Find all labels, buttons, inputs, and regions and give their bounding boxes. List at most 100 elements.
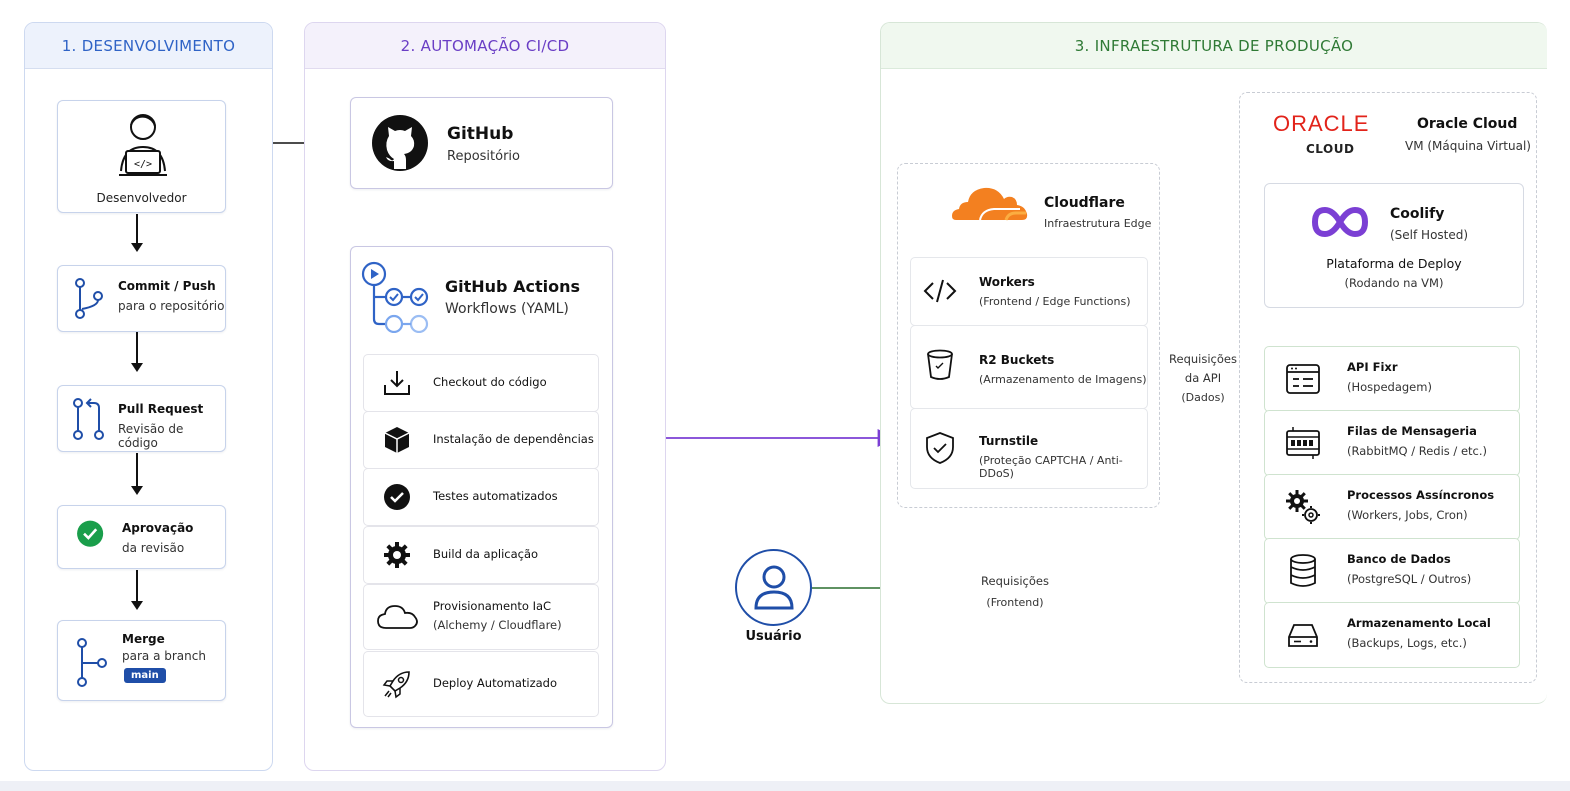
code-icon [923,279,957,303]
check-icon [384,484,410,510]
oracle-logo: ORACLE [1273,111,1370,136]
dev-arrow-4 [136,570,138,602]
merge-step-title: Merge [122,632,165,646]
frontend-note-line1: Requisições [981,574,1049,588]
github-actions-icon [361,261,429,333]
user-avatar [735,549,812,626]
oracle-cloud-card: ORACLE CLOUD Oracle Cloud VM (Máquina Vi… [1239,92,1537,683]
github-actions-title: GitHub Actions [445,277,580,296]
cloud-icon [377,605,418,629]
action-label-build: Build da aplicação [433,547,539,561]
hard-drive-icon [1288,624,1318,647]
download-icon [384,371,410,395]
dev-arrow-3 [136,453,138,487]
github-actions-subtitle: Workflows (YAML) [445,301,569,317]
api-window-icon [1286,364,1320,394]
shield-icon [926,432,954,464]
coolify-line2: (Rodando na VM) [1344,276,1444,290]
merge-step-subtitle: para a branch [122,649,206,663]
action-item-build: Build da aplicação [363,526,599,584]
merge-step-card: Merge para a branch main [57,620,226,701]
dev-arrow-2 [136,332,138,364]
action-label-dependencies: Instalação de dependências [433,432,594,446]
service-async-subtitle: (Workers, Jobs, Cron) [1347,508,1468,522]
action-label-deploy: Deploy Automatizado [433,676,557,690]
pull-request-step-title: Pull Request [118,402,204,416]
dev-arrowhead-1 [131,243,143,252]
r2-subtitle: (Armazenamento de Imagens) [979,373,1147,386]
oracle-subtitle: VM (Máquina Virtual) [1405,139,1531,153]
api-note-line2: da API [1184,371,1222,385]
pull-request-step-card: Pull Request Revisão de código [57,385,226,452]
gear-icon [384,542,410,568]
service-queues: Filas de Mensageria (RabbitMQ / Redis / … [1264,410,1520,476]
cloudflare-subtitle: Infraestrutura Edge [1044,217,1152,230]
action-item-iac: Provisionamento IaC (Alchemy / Cloudflar… [363,584,599,650]
database-icon [1290,554,1316,587]
frontend-note-line2: (Frontend) [986,596,1044,609]
pull-request-icon [73,398,104,440]
service-queues-title: Filas de Mensageria [1347,424,1477,438]
service-async-title: Processos Assíncronos [1347,488,1495,502]
action-label-checkout: Checkout do código [433,375,547,389]
workers-title: Workers [979,275,1035,289]
cloudflare-title: Cloudflare [1044,195,1125,211]
git-commit-icon [75,278,103,319]
commit-step-title: Commit / Push [118,279,216,293]
cf-item-r2: R2 Buckets (Armazenamento de Imagens) [910,325,1148,409]
turnstile-subtitle: (Proteção CAPTCHA / Anti-DDoS) [979,454,1123,480]
user-label: Usuário [745,629,802,644]
coolify-logo-icon [1311,206,1369,238]
service-api-title: API Fixr [1347,360,1398,374]
dev-arrowhead-3 [131,486,143,495]
dev-arrowhead-2 [131,363,143,372]
cloudflare-logo-icon [952,187,1028,221]
main-branch-badge: main [124,668,166,683]
service-storage-subtitle: (Backups, Logs, etc.) [1347,636,1467,650]
coolify-title: Coolify [1390,206,1445,222]
dev-arrow-1 [136,214,138,244]
service-database: Banco de Dados (PostgreSQL / Outros) [1264,538,1520,604]
commit-step-card: Commit / Push para o repositório [57,265,226,332]
workers-subtitle: (Frontend / Edge Functions) [979,295,1131,308]
action-item-deploy: Deploy Automatizado [363,651,599,717]
user-icon [754,565,794,610]
github-card: GitHub Repositório [350,97,613,189]
action-label-iac: Provisionamento IaC [433,599,552,613]
github-subtitle: Repositório [447,149,520,164]
package-icon [384,427,410,453]
approval-step-card: Aprovação da revisão [57,505,226,569]
action-item-tests: Testes automatizados [363,468,599,526]
prod-panel-title: 3. INFRAESTRUTURA DE PRODUÇÃO [881,23,1547,69]
service-storage: Armazenamento Local (Backups, Logs, etc.… [1264,602,1520,668]
developer-icon: </> [119,114,167,176]
developer-card: </> Desenvolvedor [57,100,226,213]
frontend-requests-note: Requisições (Frontend) [968,570,1062,614]
dev-arrowhead-4 [131,601,143,610]
svg-text:</>: </> [134,159,152,170]
approval-step-subtitle: da revisão [122,541,185,555]
action-item-dependencies: Instalação de dependências [363,411,599,469]
check-circle-icon [77,520,104,547]
cf-item-turnstile: Turnstile (Proteção CAPTCHA / Anti-DDoS) [910,408,1148,489]
service-queues-subtitle: (RabbitMQ / Redis / etc.) [1347,444,1488,458]
bottom-strip [0,781,1570,791]
commit-step-subtitle: para o repositório [118,299,225,313]
approval-step-title: Aprovação [122,521,194,535]
service-api-subtitle: (Hospedagem) [1347,380,1432,394]
gears-icon [1286,490,1320,524]
api-note-line3: (Dados) [1181,391,1225,404]
github-title: GitHub [447,124,514,144]
ci-panel-title: 2. AUTOMAÇÃO CI/CD [305,23,665,69]
action-sublabel-iac: (Alchemy / Cloudflare) [433,618,562,632]
r2-title: R2 Buckets [979,353,1055,367]
oracle-title: Oracle Cloud [1417,116,1518,132]
service-async: Processos Assíncronos (Workers, Jobs, Cr… [1264,474,1520,540]
service-db-subtitle: (PostgreSQL / Outros) [1347,572,1472,586]
github-actions-card: GitHub Actions Workflows (YAML) Checkout… [350,246,613,728]
action-label-tests: Testes automatizados [433,489,558,503]
queue-icon [1286,427,1320,459]
cloudflare-card: Cloudflare Infraestrutura Edge Workers (… [897,163,1160,508]
github-logo-icon [372,115,428,171]
api-note-line1: Requisições [1169,352,1237,366]
